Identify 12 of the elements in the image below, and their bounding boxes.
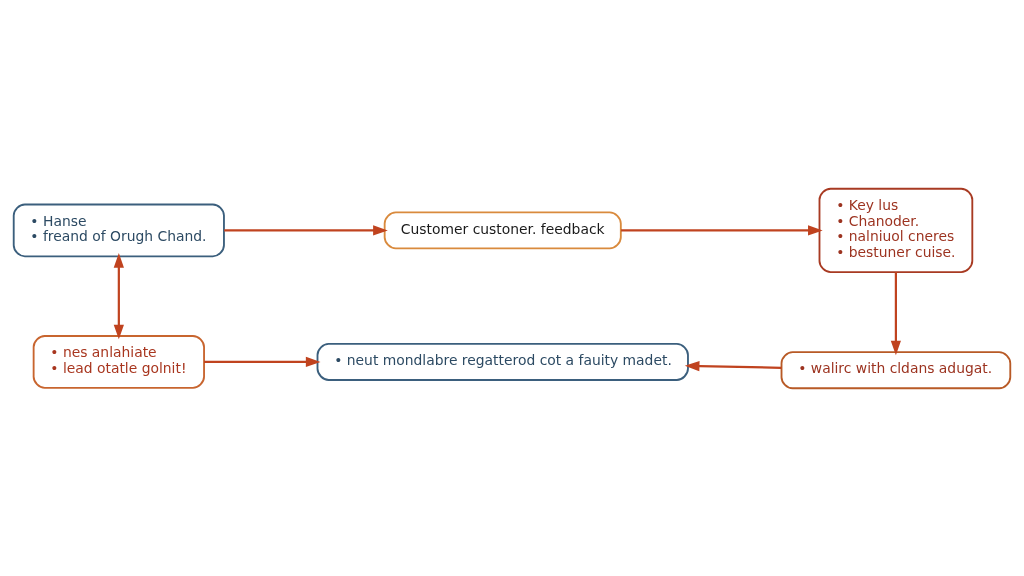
arrow — [890, 271, 902, 355]
node-box: • Key lus • Chanoder. • nalniuol cneres • bestuner cuise. — [818, 187, 974, 273]
node-box: • walirc with cldans adugat. — [780, 350, 1012, 389]
arrow — [224, 224, 388, 235]
arrow — [684, 360, 782, 371]
node-box: • Hanse • freand of Orugh Chand. — [12, 203, 225, 257]
node-box: Customer custoner. feedback — [383, 210, 622, 249]
node-box: • nes anlahiate • lead otatle golnit! — [32, 334, 205, 389]
arrow — [204, 356, 321, 367]
arrow — [113, 252, 124, 339]
node-box: • neut mondlabre regatterod cot a fauity madet. — [316, 342, 689, 381]
arrow — [621, 224, 823, 235]
